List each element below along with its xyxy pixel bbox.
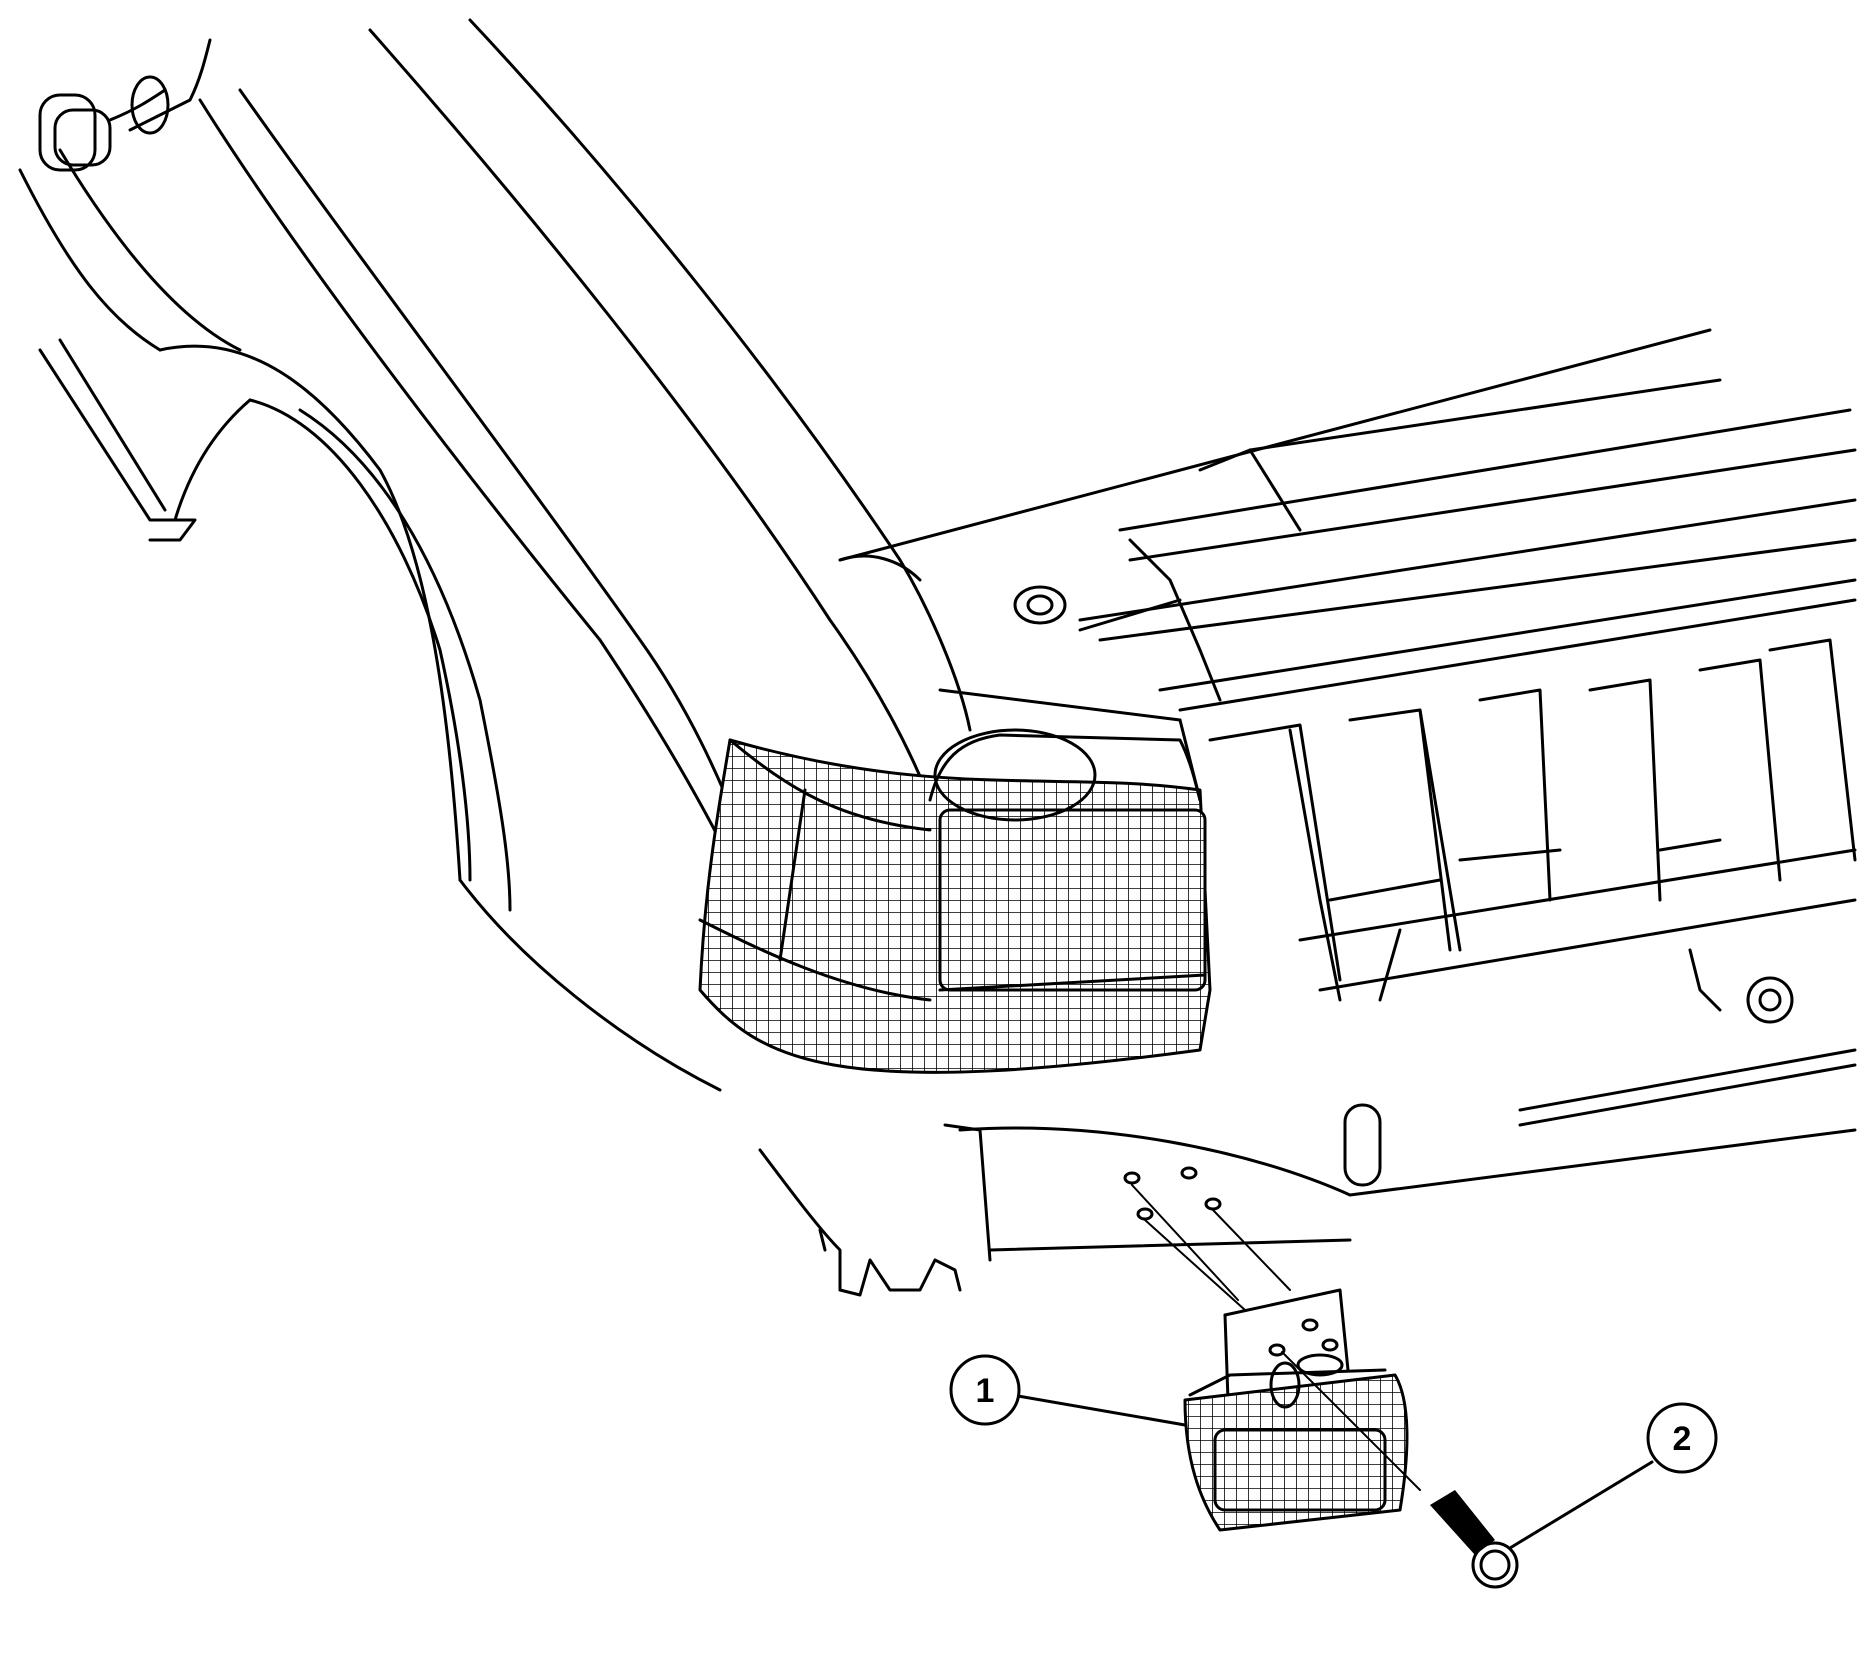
mounting-holes: [1123, 1166, 1291, 1311]
quarter-panel: [18, 18, 972, 1092]
lower-valance: [758, 1123, 1857, 1297]
tail-lamp-assembly: [698, 688, 1212, 1074]
side-marker-lamp: [1183, 1288, 1421, 1532]
rear-panel: [838, 328, 1857, 712]
wire-connector: [38, 38, 212, 172]
screw-fastener: [1430, 1490, 1519, 1589]
callout-1: 1: [949, 1354, 1187, 1427]
callout-2: 2: [1508, 1402, 1718, 1550]
callout-1-label: 1: [976, 1372, 995, 1410]
grille-slats: [1208, 638, 1857, 1187]
callout-2-label: 2: [1673, 1420, 1692, 1458]
